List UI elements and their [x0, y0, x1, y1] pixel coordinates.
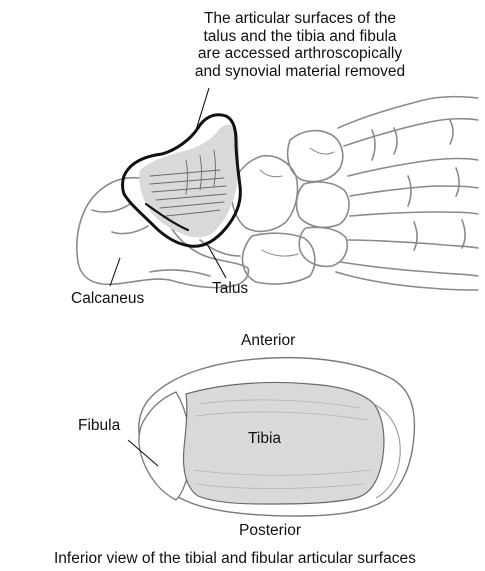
figure-caption: Inferior view of the tibial and fibular …	[54, 550, 416, 567]
callout-line: and synovial material removed	[140, 63, 460, 81]
cuneiform-bone	[297, 182, 349, 227]
metatarsal-bone	[338, 97, 478, 128]
callout-line: talus and the tibia and fibula	[140, 28, 460, 46]
calcaneus-leader-line	[110, 258, 120, 286]
anterior-label: Anterior	[241, 332, 295, 349]
posterior-label: Posterior	[239, 522, 301, 539]
tibia-label: Tibia	[248, 430, 281, 447]
callout-line: The articular surfaces of the	[140, 10, 460, 28]
calcaneus-label: Calcaneus	[71, 290, 144, 307]
cuneiform-bone	[288, 131, 343, 182]
callout-line: are accessed arthroscopically	[140, 45, 460, 63]
talus-label: Talus	[212, 280, 248, 297]
arthroscopy-callout: The articular surfaces of the talus and …	[140, 10, 460, 80]
fibula-facet	[139, 392, 190, 500]
cuneiform-bone	[299, 227, 347, 266]
talus-highlight	[123, 115, 241, 247]
fibula-label: Fibula	[78, 417, 120, 434]
tibia-articular-surface	[184, 382, 384, 504]
fibula-leader-line	[128, 440, 158, 466]
cuboid-bone	[243, 233, 315, 284]
